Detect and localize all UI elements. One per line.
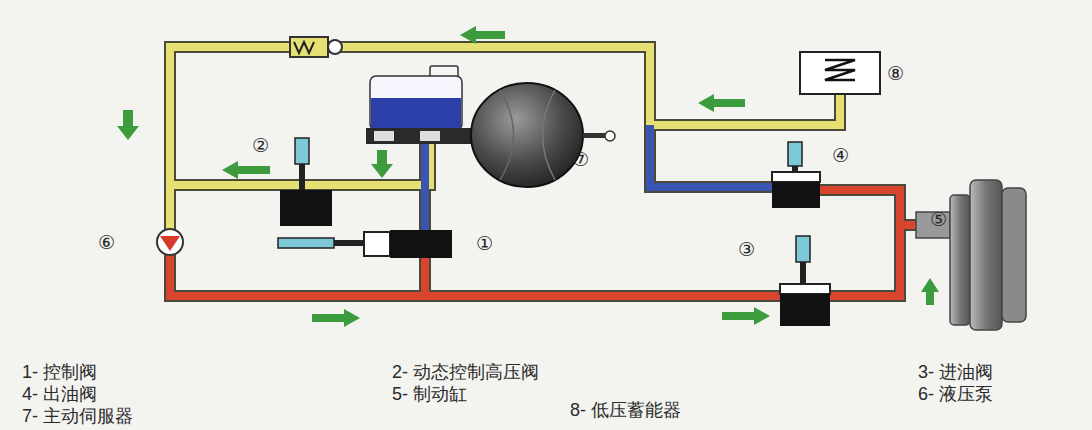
part-name: 5- 制动缸 [392, 385, 467, 405]
part-name: 7- 主动伺服器 [22, 407, 133, 427]
callout-number: ⑤ [930, 210, 947, 231]
flow-arrow [117, 26, 939, 327]
callout-number: ④ [832, 146, 849, 167]
part-name: 1- 控制阀 [22, 363, 97, 383]
high-pressure-valve [280, 138, 332, 226]
part-name: 3- 进油阀 [918, 363, 993, 383]
hydraulic-pump [157, 229, 183, 255]
callout-number: ③ [738, 240, 755, 261]
part-name: 2- 动态控制高压阀 [392, 363, 539, 383]
inlet-valve [780, 236, 830, 326]
part-name: 6- 液压泵 [918, 385, 993, 405]
callout-number: ⑦ [572, 150, 589, 171]
outlet-valve [772, 142, 820, 208]
callout-number: ⑥ [98, 233, 115, 254]
yellow-pipe [170, 47, 840, 232]
callout-number: ② [252, 136, 269, 157]
check-valve [290, 37, 342, 57]
master-servo [366, 66, 615, 187]
callout-number: ⑧ [887, 64, 904, 85]
brake-cylinder [916, 180, 1026, 330]
control-valve [278, 230, 452, 258]
pipe-outline [170, 47, 918, 296]
callout-number: ① [476, 234, 493, 255]
low-pressure-accumulator [800, 52, 880, 94]
part-name: 4- 出油阀 [22, 385, 97, 405]
part-name: 8- 低压蓄能器 [570, 401, 681, 421]
